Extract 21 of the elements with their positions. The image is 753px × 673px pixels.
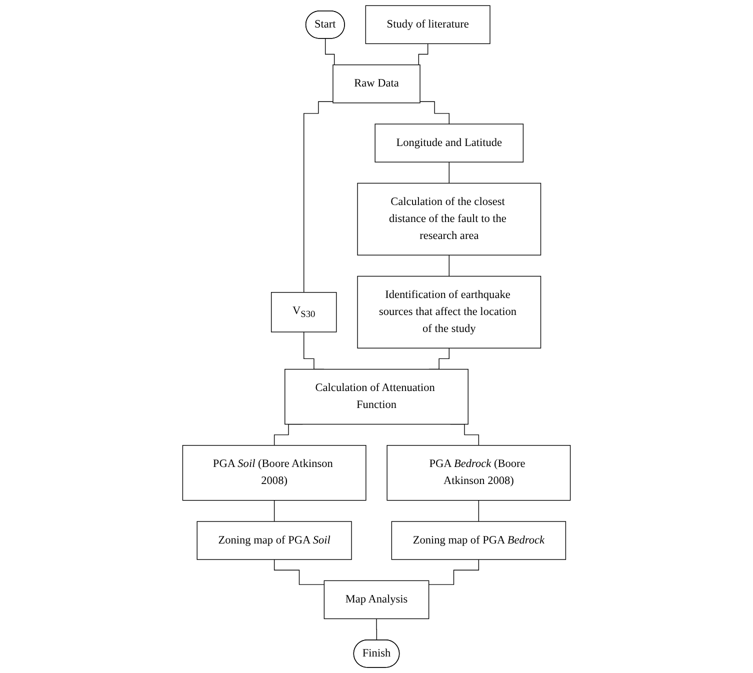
connector — [448, 162, 450, 184]
connector — [448, 254, 450, 277]
node-box: PGA Bedrock (Boore Atkinson 2008) — [386, 445, 571, 501]
node-box: Calculation of the closest distance of the fault to the research area — [357, 182, 542, 256]
connector — [304, 101, 334, 293]
connector — [478, 500, 480, 522]
connector — [420, 101, 450, 124]
node-box: Zoning map of PGA Bedrock — [391, 521, 566, 560]
node-box: Longitude and Latitude — [374, 124, 524, 162]
connector — [274, 500, 275, 522]
connector — [376, 618, 378, 641]
node-box: Map Analysis — [324, 580, 430, 620]
node-box: V$_{S30}$ — [270, 292, 337, 332]
node-box: Study of literature — [365, 5, 490, 44]
connector — [428, 559, 480, 585]
node-box: Zoning map of PGA Soil — [196, 521, 352, 560]
node-box: Identification of earthquake sources that affect the location of the study — [357, 276, 542, 348]
node-box: PGA Soil (Boore Atkinson 2008) — [182, 445, 366, 501]
connector — [274, 559, 325, 585]
node-box: Calculation of Attenuation Function — [284, 368, 468, 425]
node-box: Raw Data — [332, 64, 420, 104]
